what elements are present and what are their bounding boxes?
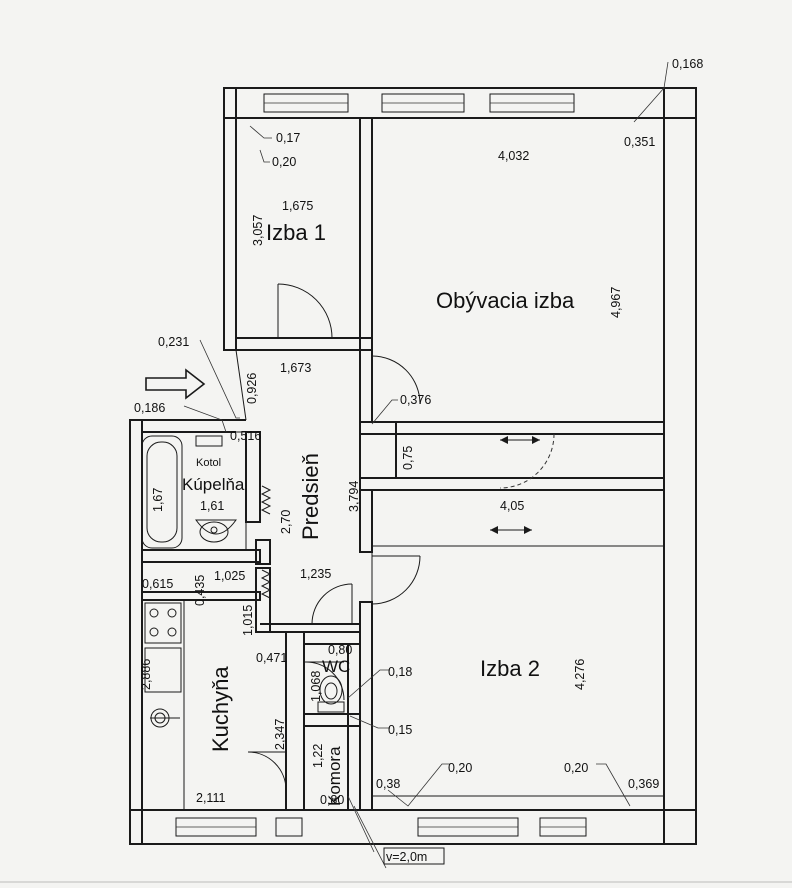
dim-080-bottom: 0,80: [320, 793, 344, 807]
dim-017: 0,17: [276, 131, 300, 145]
dim-2347: 2,347: [273, 719, 287, 750]
dim-020-left: 0,20: [448, 761, 472, 775]
dim-4276: 4,276: [573, 659, 587, 690]
dim-015: 0,15: [388, 723, 412, 737]
dim-167: 1,67: [151, 488, 165, 512]
doors: [247, 283, 555, 808]
dim-020-top: 0,20: [272, 155, 296, 169]
dim-0168: 0,168: [672, 57, 703, 71]
dim-0369: 0,369: [628, 777, 659, 791]
dim-0435: 0,435: [193, 575, 207, 606]
room-labels: Izba 1 Obývacia izba Predsieň Kúpelňa Ko…: [182, 220, 575, 806]
dim-270: 2,70: [279, 510, 293, 534]
dim-080-top: 0,80: [328, 643, 352, 657]
windows: [175, 93, 587, 837]
room-label-kuchyna: Kuchyňa: [208, 666, 233, 752]
dim-0351: 0,351: [624, 135, 655, 149]
sliding-arrow-icons: [490, 436, 540, 534]
dim-3057: 3,057: [251, 215, 265, 246]
dim-0186: 0,186: [134, 401, 165, 415]
dim-161: 1,61: [200, 499, 224, 513]
room-label-obyvacia-izba: Obývacia izba: [436, 288, 575, 313]
dim-0231: 0,231: [158, 335, 189, 349]
dim-405: 4,05: [500, 499, 524, 513]
interior-walls: [141, 117, 665, 811]
label-kotol: Kotol: [196, 457, 221, 469]
kitchen-fixtures: [141, 599, 185, 811]
dim-0615: 0,615: [142, 577, 173, 591]
dim-0376: 0,376: [400, 393, 431, 407]
dim-3794: 3,794: [347, 481, 361, 512]
room-label-predsien: Predsieň: [298, 453, 323, 540]
dim-038: 0,38: [376, 777, 400, 791]
dim-0516: 0,516: [230, 429, 261, 443]
height-note-text: v=2,0m: [386, 850, 427, 864]
dim-122: 1,22: [311, 744, 325, 768]
dim-1235: 1,235: [300, 567, 331, 581]
room-label-komora: Komora: [325, 746, 344, 806]
entrance-arrow-icon: [145, 368, 206, 400]
dim-020-right: 0,20: [564, 761, 588, 775]
leader-lines: [183, 61, 669, 869]
dim-018: 0,18: [388, 665, 412, 679]
wc-fixture: [317, 675, 345, 713]
bathroom-fixtures: [141, 435, 272, 599]
dim-1015: 1,015: [241, 605, 255, 636]
room-label-izba1: Izba 1: [266, 220, 326, 245]
dim-2886: 2,886: [139, 659, 153, 690]
dim-4032: 4,032: [498, 149, 529, 163]
dimension-labels: 0,168 0,351 0,17 0,20 4,032 3,057 1,675 …: [134, 57, 703, 807]
dim-0471: 0,471: [256, 651, 287, 665]
dim-0926: 0,926: [245, 373, 259, 404]
room-label-kupelna: Kúpelňa: [182, 475, 245, 494]
height-note: v=2,0m: [383, 847, 445, 865]
room-label-izba2: Izba 2: [480, 656, 540, 681]
dim-1675: 1,675: [282, 199, 313, 213]
room-label-wc: WC: [322, 657, 350, 676]
dim-2111: 2,111: [196, 791, 225, 805]
dim-1068: 1,068: [309, 671, 323, 702]
dim-1025: 1,025: [214, 569, 245, 583]
dim-075: 0,75: [401, 446, 415, 470]
dim-4967: 4,967: [609, 287, 623, 318]
dim-1673: 1,673: [280, 361, 311, 375]
